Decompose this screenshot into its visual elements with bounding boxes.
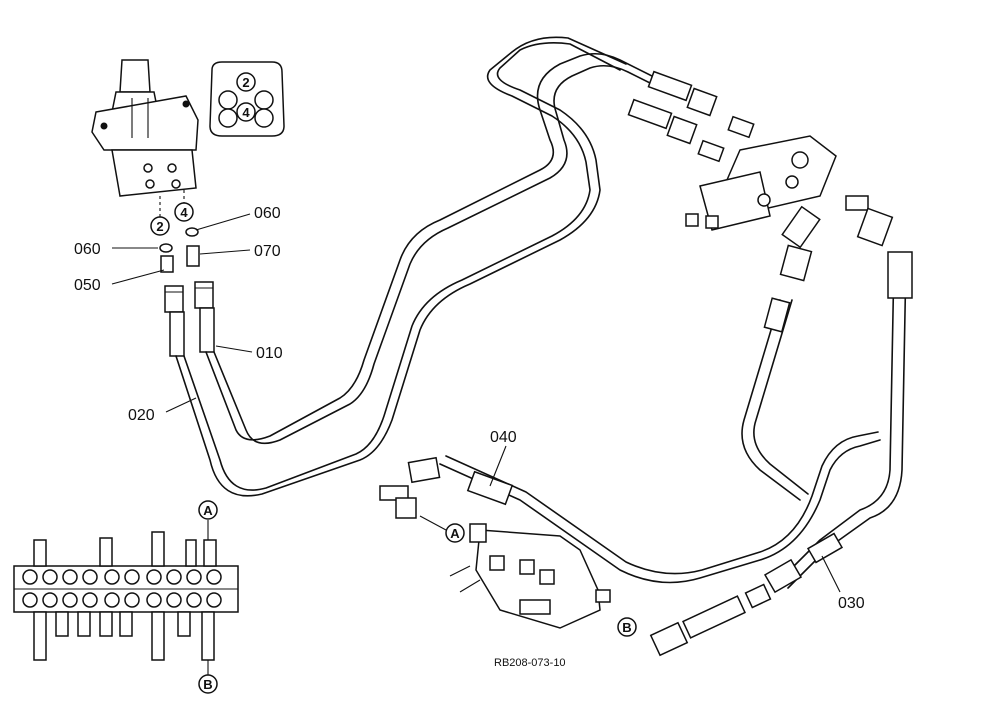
fitting-right-a (779, 244, 813, 282)
hose-040-fittings (379, 456, 514, 519)
callout-060-left: 060 (74, 241, 101, 258)
fitting-right-b (763, 297, 791, 333)
valve-stack (13, 520, 239, 675)
svg-text:A: A (450, 526, 460, 541)
svg-text:B: B (203, 677, 212, 692)
fitting-030-top (887, 251, 913, 299)
port-4-marker: 4 (174, 202, 194, 222)
port-layout-inset: 2 4 (209, 61, 285, 137)
hose-030-outline (787, 259, 907, 589)
hose-010-outline (213, 64, 665, 445)
svg-text:B: B (622, 620, 631, 635)
callout-020: 020 (128, 407, 155, 424)
svg-text:4: 4 (180, 205, 188, 220)
hose-040-outline (445, 431, 879, 575)
top-hose-fittings (627, 70, 755, 163)
marker-a-valve: A (419, 515, 465, 543)
port-2-marker: 2 (150, 216, 170, 236)
callout-050: 050 (74, 277, 101, 294)
hose-030 (779, 259, 895, 581)
callout-030: 030 (838, 595, 865, 612)
svg-text:2: 2 (156, 219, 163, 234)
marker-b-stack: B (198, 674, 218, 694)
hose-010 (205, 52, 661, 441)
inset-port-2-label: 2 (242, 75, 249, 90)
pilot-control-valve (91, 59, 199, 197)
figure-code: RB208-073-10 (494, 657, 566, 669)
callout-070: 070 (254, 243, 281, 260)
hose-040 (439, 439, 881, 584)
marker-b-valve: B (617, 617, 637, 637)
hose-020 (175, 42, 621, 497)
callout-010: 010 (256, 345, 283, 362)
callout-060-top: 060 (254, 205, 281, 222)
marker-a-stack: A (198, 500, 218, 520)
right-control-valve (685, 135, 894, 249)
hose-right-upper (741, 299, 801, 501)
hose-right-upper-outline (753, 299, 809, 495)
hose-030-lower-fittings (649, 532, 844, 657)
inset-port-4-label: 4 (242, 105, 250, 120)
fittings-group (159, 227, 215, 357)
hose-020-outline (183, 36, 627, 491)
svg-text:A: A (203, 503, 213, 518)
callout-040: 040 (490, 429, 517, 446)
lower-control-valve (449, 523, 611, 629)
